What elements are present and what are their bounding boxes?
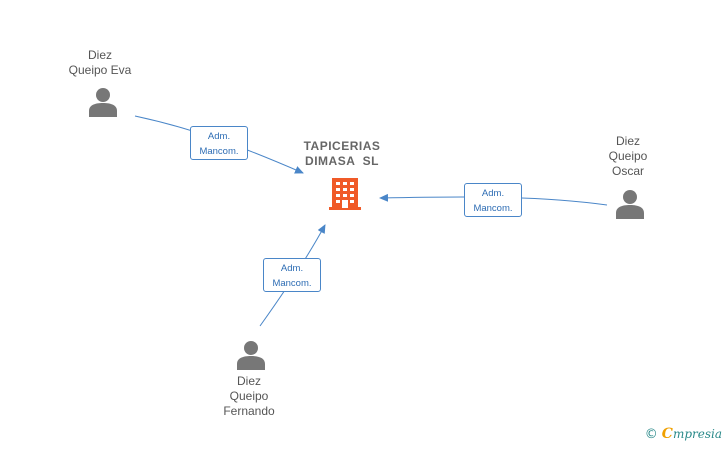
person-name-fernando[interactable]: Diez Queipo Fernando — [199, 374, 299, 419]
person-name-line: Queipo — [608, 149, 648, 163]
person-icon[interactable] — [237, 340, 265, 370]
relation-role: Adm. — [280, 263, 304, 274]
copyright-icon: © — [644, 427, 658, 442]
company-name-line1: TAPICERIAS — [303, 139, 381, 153]
person-name-line: Diez — [615, 134, 640, 148]
person-name-line: Queipo — [229, 389, 269, 403]
company-name[interactable]: TAPICERIAS DIMASA SL — [292, 139, 392, 169]
relation-role: Adm. — [207, 131, 231, 142]
relation-label-fernando[interactable]: Adm. Mancom. — [263, 258, 321, 292]
person-name-oscar[interactable]: Diez Queipo Oscar — [578, 134, 678, 179]
person-name-line: Queipo Eva — [68, 63, 132, 77]
relation-label-oscar[interactable]: Adm. Mancom. — [464, 183, 522, 217]
person-icon[interactable] — [89, 87, 117, 117]
relation-label-eva[interactable]: Adm. Mancom. — [190, 126, 248, 160]
relation-role-detail: Mancom. — [199, 146, 239, 157]
person-name-eva[interactable]: Diez Queipo Eva — [50, 48, 150, 78]
brand-logo: ©Cmpresia — [645, 426, 722, 442]
brand-e: C — [661, 426, 673, 442]
person-name-line: Oscar — [611, 164, 644, 178]
company-name-line2: DIMASA SL — [305, 154, 379, 168]
person-name-line: Fernando — [223, 404, 275, 418]
building-icon[interactable] — [329, 176, 361, 212]
relation-role: Adm. — [481, 188, 505, 199]
person-name-line: Diez — [236, 374, 261, 388]
relation-role-detail: Mancom. — [272, 278, 312, 289]
relation-role-detail: Mancom. — [473, 203, 513, 214]
person-icon[interactable] — [616, 189, 644, 219]
person-name-line: Diez — [87, 48, 112, 62]
brand-rest: mpresia — [672, 427, 722, 441]
